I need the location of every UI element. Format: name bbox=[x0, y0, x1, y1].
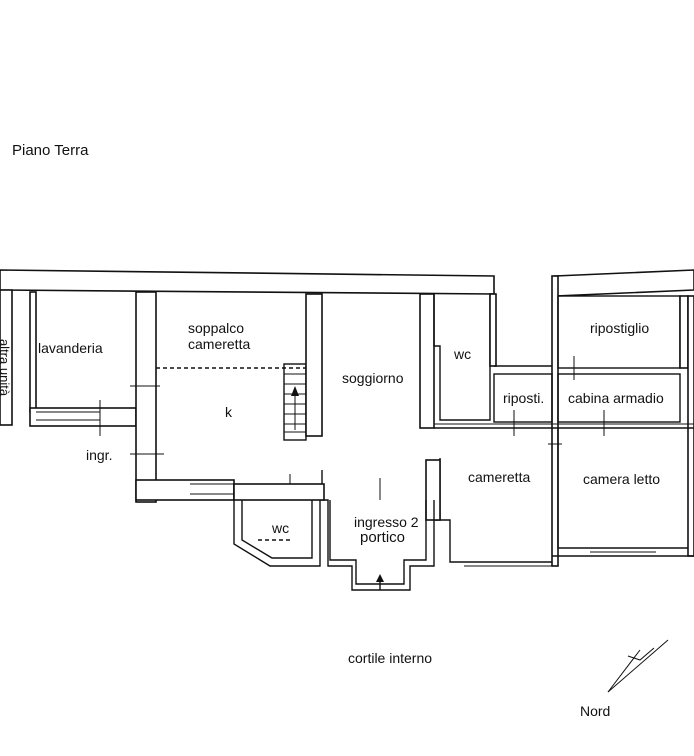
wall-k-soggiorno bbox=[305, 293, 323, 437]
north-label: Nord bbox=[580, 703, 611, 719]
wc-top-wall bbox=[233, 483, 325, 501]
room-camera-letto: camera letto bbox=[583, 471, 661, 487]
room-cabina-armadio: cabina armadio bbox=[568, 390, 664, 406]
room-soggiorno: soggiorno bbox=[342, 370, 404, 386]
wall-soggiorno-wc bbox=[419, 293, 435, 429]
lavanderia-wall-bottom bbox=[29, 407, 137, 427]
top-wall bbox=[0, 269, 495, 295]
wall-lav-k bbox=[135, 291, 157, 503]
room-wc-bottom: wc bbox=[272, 520, 290, 536]
north-arrow bbox=[607, 639, 669, 693]
right-block-wall-lower bbox=[687, 295, 694, 557]
room-wc-top: wc bbox=[454, 346, 472, 362]
label-ingr: ingr. bbox=[86, 447, 113, 463]
outside-label: cortile interno bbox=[348, 650, 433, 666]
altra-unita-label: altra unità bbox=[0, 338, 13, 397]
k-bottom-wall bbox=[135, 479, 235, 501]
room-cameretta: cameretta bbox=[468, 469, 531, 485]
room-lavanderia: lavanderia bbox=[38, 340, 103, 356]
stair bbox=[283, 363, 307, 441]
left-edge-wall bbox=[0, 289, 13, 426]
room-portico: portico bbox=[360, 529, 406, 546]
wall-wc-right bbox=[489, 293, 497, 367]
top-wall-right bbox=[554, 269, 694, 297]
room-ingresso: ingresso 2 bbox=[354, 514, 419, 530]
right-block-left-wall bbox=[551, 275, 559, 567]
room-ripostiglio: ripostiglio bbox=[590, 320, 650, 336]
right-block-right-wall bbox=[679, 295, 689, 369]
room-soppalco: soppalco bbox=[188, 320, 245, 336]
room-k: k bbox=[225, 404, 232, 420]
room-soppalco-cameretta: cameretta bbox=[188, 336, 251, 352]
cameretta-wall-left bbox=[425, 459, 441, 521]
lavanderia-wall-left bbox=[29, 291, 37, 413]
room-riposti: riposti. bbox=[503, 390, 545, 406]
page-title: Piano Terra bbox=[12, 142, 89, 159]
